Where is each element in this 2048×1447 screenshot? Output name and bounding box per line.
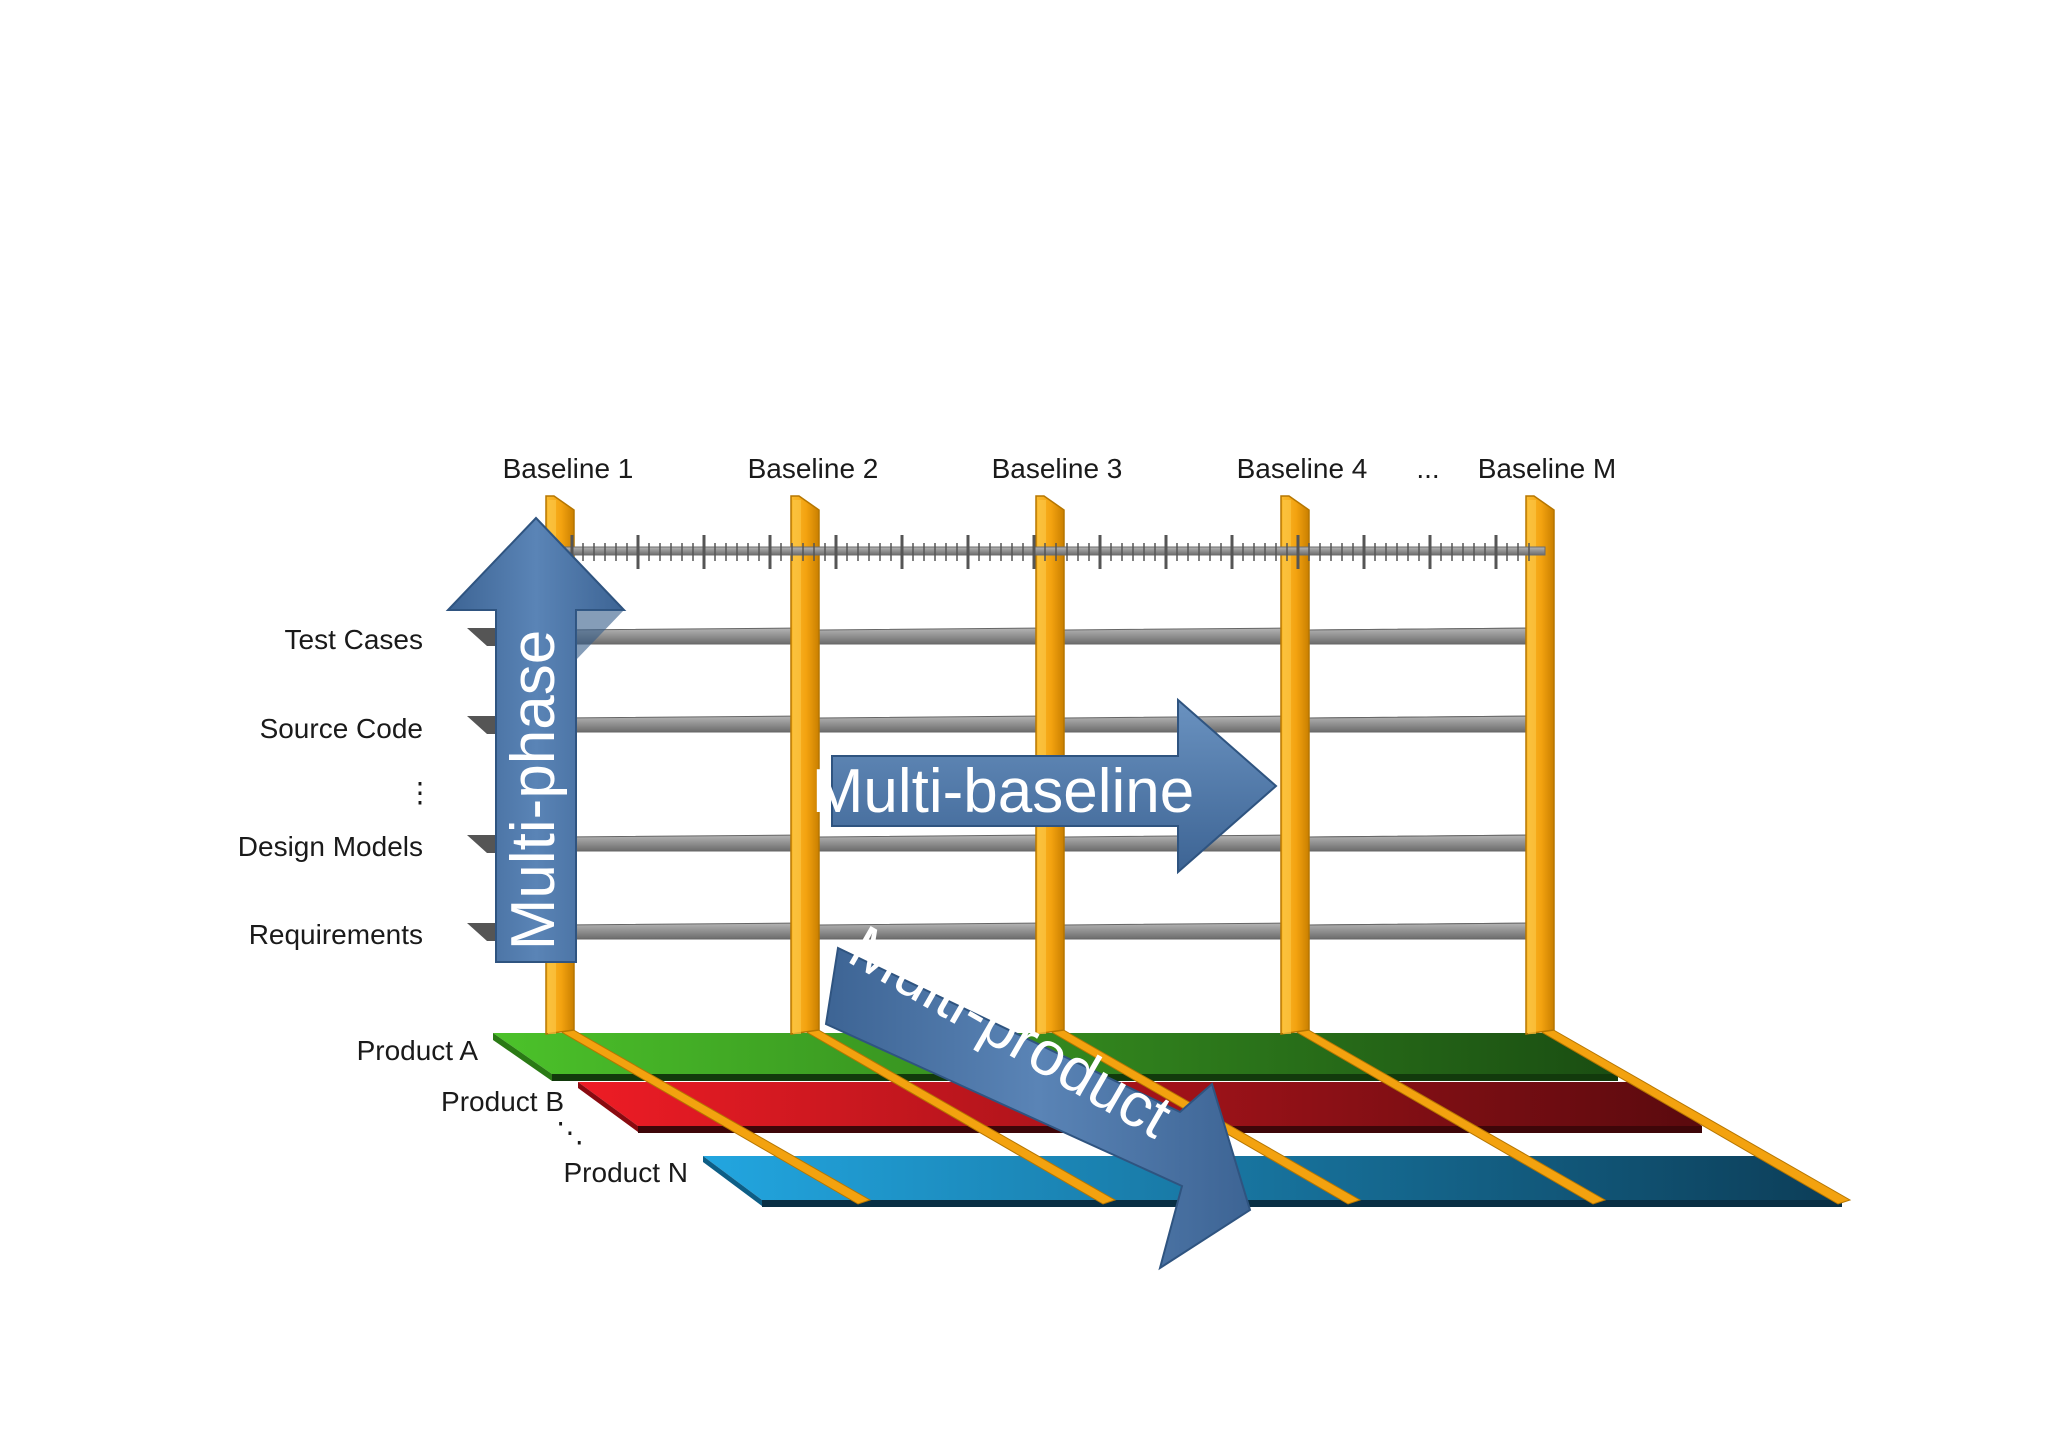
shelf-board: [818, 922, 1057, 940]
baseline-label-m: Baseline M: [1478, 453, 1617, 484]
baseline-label-3: Baseline 3: [992, 453, 1123, 484]
multi-phase-label: Multi-phase: [499, 630, 568, 950]
baseline-label-2: Baseline 2: [748, 453, 879, 484]
timeline-ruler: [559, 535, 1546, 569]
product-label-n: Product N: [564, 1157, 689, 1188]
shelf-board: [1307, 922, 1547, 940]
multi-baseline-arrow: Multi-baseline: [812, 697, 1278, 875]
phase-label-source-code: Source Code: [260, 713, 423, 744]
product-ellipsis: ⋱: [556, 1117, 584, 1148]
shelf-stub: [467, 716, 496, 734]
baseline-ellipsis: ...: [1416, 453, 1439, 484]
shelf-board: [1063, 627, 1302, 645]
shelf-board: [559, 715, 812, 733]
product-label-b: Product B: [441, 1086, 564, 1117]
phase-label-test-cases: Test Cases: [285, 624, 424, 655]
shelf-board: [818, 715, 1057, 733]
shelf-stub: [467, 923, 496, 941]
shelf-board: [559, 922, 812, 940]
shelf-board: [818, 627, 1057, 645]
product-label-a: Product A: [357, 1035, 479, 1066]
shelf-board: [1307, 627, 1547, 645]
baseline-post-highlight: [793, 500, 801, 1034]
shelf-board: [1063, 922, 1302, 940]
shelf-board: [1307, 834, 1547, 852]
baseline-post-highlight: [1528, 500, 1536, 1034]
product-plane-n: [703, 1156, 1842, 1207]
baseline-label-4: Baseline 4: [1237, 453, 1368, 484]
phase-label-design-models: Design Models: [238, 831, 423, 862]
phase-shelves: [467, 627, 1547, 941]
shelf-board: [818, 834, 1057, 852]
baseline-label-1: Baseline 1: [503, 453, 634, 484]
shelf-stub: [467, 628, 496, 646]
phase-label-requirements: Requirements: [249, 919, 423, 950]
shelf-board: [559, 834, 812, 852]
shelf-board: [1307, 715, 1547, 733]
multi-phase-arrow: Multi-phase: [445, 516, 627, 963]
multi-baseline-label: Multi-baseline: [812, 757, 1195, 826]
baseline-post-highlight: [1283, 500, 1291, 1034]
phase-ellipsis: ⋮: [406, 777, 434, 808]
shelf-stub: [467, 835, 496, 853]
